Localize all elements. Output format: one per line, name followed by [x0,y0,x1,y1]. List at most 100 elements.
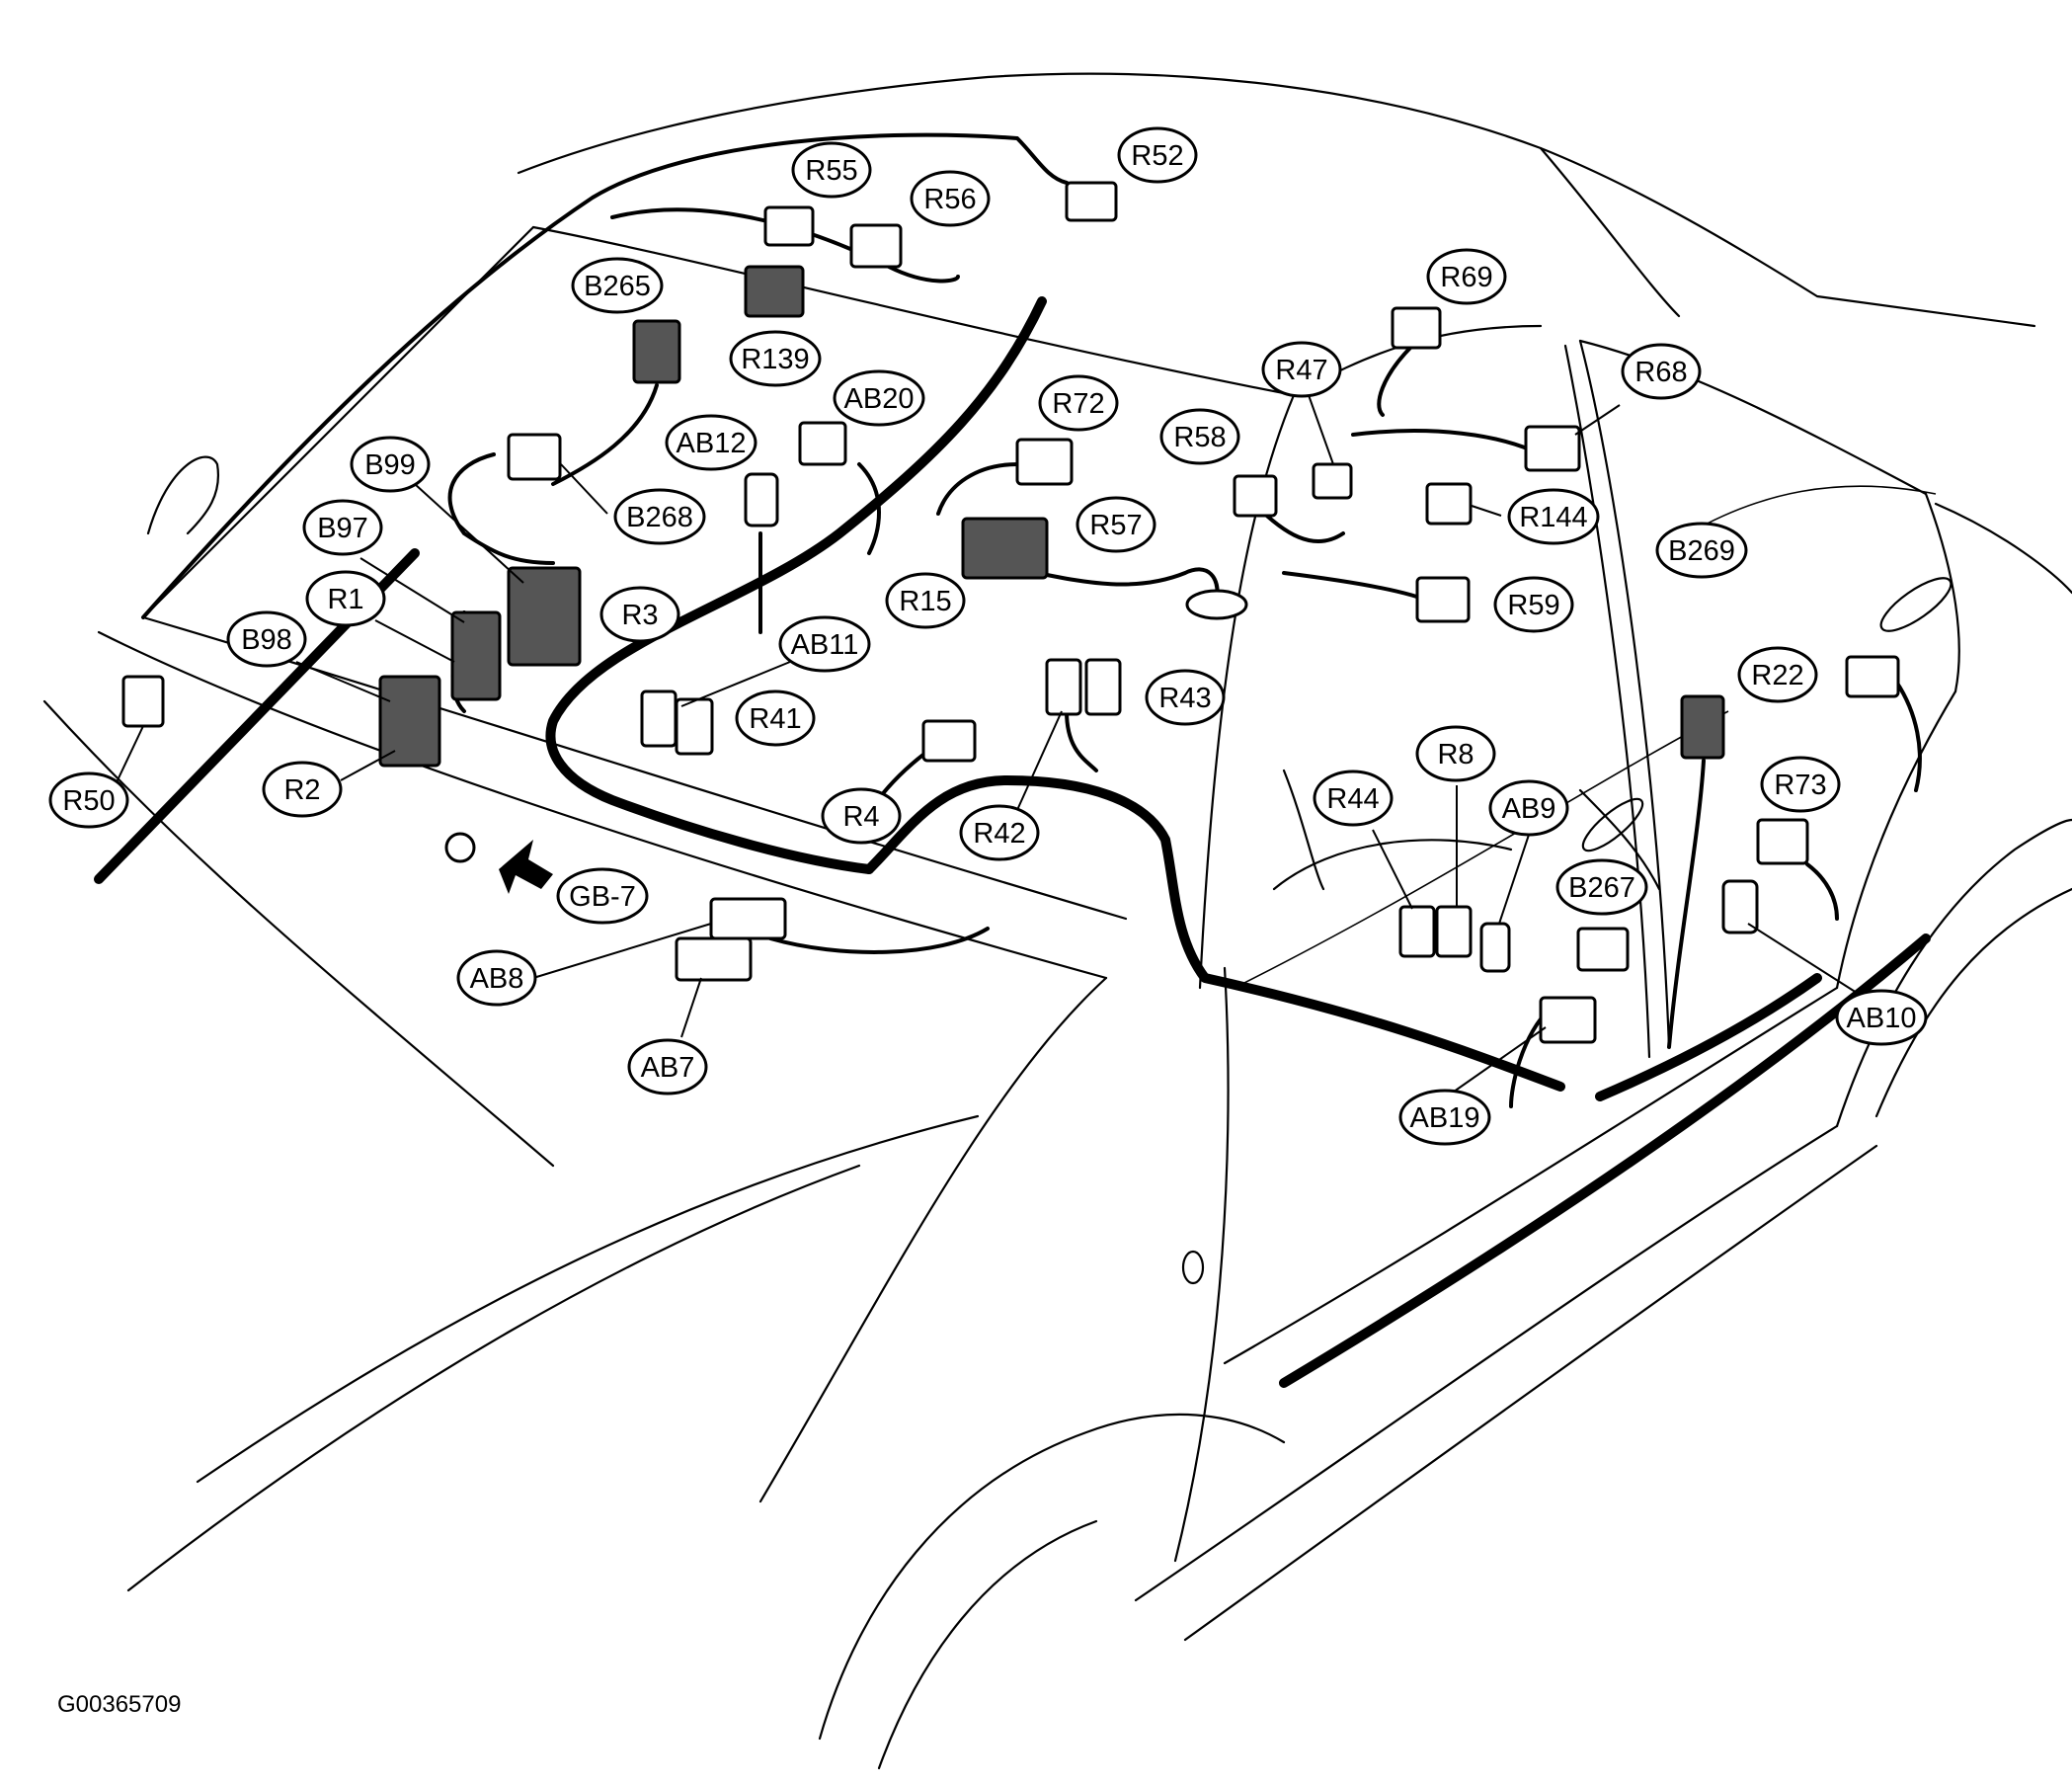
connector-r42 [1045,658,1082,716]
label-r41: R41 [735,690,816,747]
leader-b97 [359,557,465,623]
ground-gb7 [444,832,476,863]
label-bubble-ab11 [778,615,871,673]
label-bubble-b99 [350,436,431,493]
roof-rear-edge [1539,146,1681,318]
connector-b265-upper [632,319,681,384]
hood-crease [97,630,1108,980]
rocker-panel [1134,1124,1839,1602]
front-wheel-inner [877,1519,1098,1770]
label-text-r59: R59 [1507,590,1559,621]
label-text-r43: R43 [1158,683,1211,714]
label-text-r42: R42 [973,818,1025,850]
b-pillar [1578,339,1671,1049]
leader-b268 [560,463,608,515]
wire-runs [141,132,1922,1108]
label-b267: B267 [1555,858,1648,916]
label-r52: R52 [1117,126,1198,184]
wire-b269 [1667,759,1706,1049]
label-text-r15: R15 [899,586,951,617]
rear-wheel-inner [1874,887,2072,1118]
label-text-r41: R41 [749,703,801,735]
label-text-r2: R2 [283,774,320,806]
connector-r56 [849,223,903,269]
connector-r44 [1398,905,1436,958]
label-ab11: AB11 [778,615,871,673]
connector-r68 [1524,425,1581,472]
connector-r144 [1425,482,1473,526]
label-r50: R50 [48,771,129,829]
leader-r42 [1016,710,1063,811]
label-bubble-r144 [1507,488,1600,545]
leader-ab9 [1498,834,1530,925]
label-text-b99: B99 [364,449,416,481]
label-bubble-r1 [305,570,386,627]
connector-ab12 [744,472,779,527]
fender-line [758,976,1108,1503]
label-bubble-r59 [1493,576,1574,633]
label-bubble-ab20 [833,369,925,427]
wire-r73 [1805,862,1839,921]
leader-ab7 [680,977,702,1038]
label-text-r58: R58 [1173,422,1226,453]
label-ab12: AB12 [665,414,757,471]
label-text-ab20: AB20 [844,383,915,415]
connector-r57 [961,517,1049,580]
seat-handle [1581,797,1644,852]
connector-r69 [1391,306,1442,350]
label-bubble-b265 [571,257,664,314]
mirror [146,455,220,535]
leader-r68 [1574,404,1621,436]
label-text-ab19: AB19 [1410,1102,1480,1134]
label-r57: R57 [1076,496,1156,553]
connector-r4 [921,719,977,763]
wire-roof [141,132,1069,619]
wire-b268 [447,452,555,565]
label-text-r1: R1 [327,584,363,615]
connector-r52 [1065,181,1118,222]
leader-b99 [414,483,524,584]
label-r44: R44 [1313,770,1394,827]
label-bubble-r4 [821,787,902,845]
label-bubble-r50 [48,771,129,829]
rear-door-window [1578,339,1928,496]
label-r68: R68 [1621,343,1702,400]
connector-b99 [507,566,582,667]
connector-r47 [1312,462,1353,500]
leader-r47 [1308,394,1334,465]
label-ab8: AB8 [456,949,537,1007]
label-bubble-r2 [262,761,343,818]
label-text-r57: R57 [1089,510,1142,541]
label-b99: B99 [350,436,431,493]
wire-ab8 [768,927,990,954]
label-bubble-r68 [1621,343,1702,400]
harness-dash-main [545,296,1047,874]
connector-r72 [1015,438,1074,486]
label-r47: R47 [1261,341,1342,398]
connector-r22 [1845,655,1900,698]
label-bubble-ab10 [1835,989,1928,1046]
label-b265: B265 [571,257,664,314]
connector-ab9 [1479,922,1511,973]
label-bubble-r57 [1076,496,1156,553]
label-bubble-r52 [1117,126,1198,184]
label-bubble-b268 [613,488,706,545]
label-text-r50: R50 [62,785,115,817]
label-r55: R55 [791,141,872,199]
label-b269: B269 [1655,522,1748,579]
front-door-front [1173,966,1230,1563]
label-text-r52: R52 [1131,140,1183,172]
label-r1: R1 [305,570,386,627]
wire-r59 [1282,571,1434,605]
label-b97: B97 [302,499,383,556]
leader-ab10 [1747,923,1858,994]
label-text-r69: R69 [1440,262,1492,293]
label-text-b97: B97 [317,513,368,544]
label-bubble-ab9 [1488,779,1569,837]
b-pillar-inner [1563,344,1651,1059]
rear-door-edge [1835,690,1957,990]
label-bubble-ab12 [665,414,757,471]
label-ab10: AB10 [1835,989,1928,1046]
roof-line [517,72,2036,328]
